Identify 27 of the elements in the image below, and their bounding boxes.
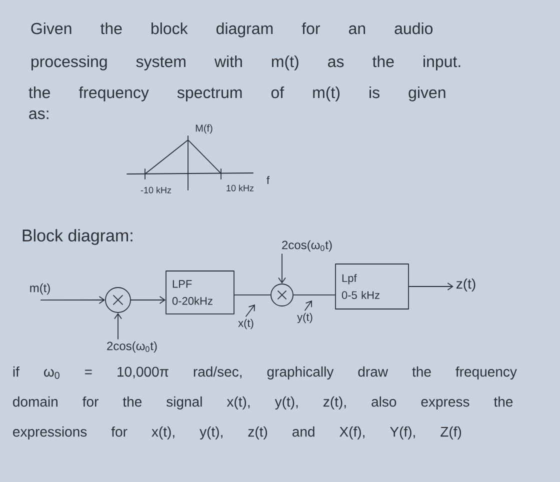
problem-text: Given the block diagram for an audio processing system with m(t) as the input. [31, 22, 460, 70]
connector-line [234, 294, 271, 296]
tick-label: -10 kHz [140, 186, 172, 194]
arrow [408, 282, 454, 290]
arrow [98, 296, 106, 304]
connector-line [293, 294, 336, 296]
problem-text: the frequency spectrum of m(t) is given as: [28, 86, 446, 120]
multiplier-circle [105, 287, 131, 313]
multiplier-circle [270, 284, 294, 306]
input-label: m(t) [30, 283, 50, 295]
axis-label: f [266, 176, 270, 184]
arrow [278, 254, 286, 284]
filter-box: Lpf 0-5 kHz [335, 264, 409, 310]
leader-arrow [246, 304, 255, 317]
arrow [130, 296, 166, 304]
section-heading: Block diagram: [22, 229, 132, 245]
arrow [114, 312, 122, 340]
carrier-label: 2cos(ω$_{0}$t) [107, 341, 157, 353]
leader-arrow [304, 300, 312, 311]
output-label: z(t) [456, 278, 476, 292]
axis-label: M(f) [196, 124, 212, 134]
carrier-label: 2cos(ω$_{0}$t) [282, 240, 332, 252]
signal-label: x(t) [238, 318, 254, 330]
problem-text: if ω$_{0}$ = 10,000π rad/sec, graphically draw the frequency domain for the signal x(t), y(t), z(t), also express the expressions for x(t), y(t), z(t) and X(f), Y(f), Z(f) [13, 366, 517, 440]
signal-label: y(t) [297, 312, 312, 324]
tick-label: 10 kHz [226, 184, 254, 192]
filter-box: LPF 0-20kHz [166, 270, 234, 314]
